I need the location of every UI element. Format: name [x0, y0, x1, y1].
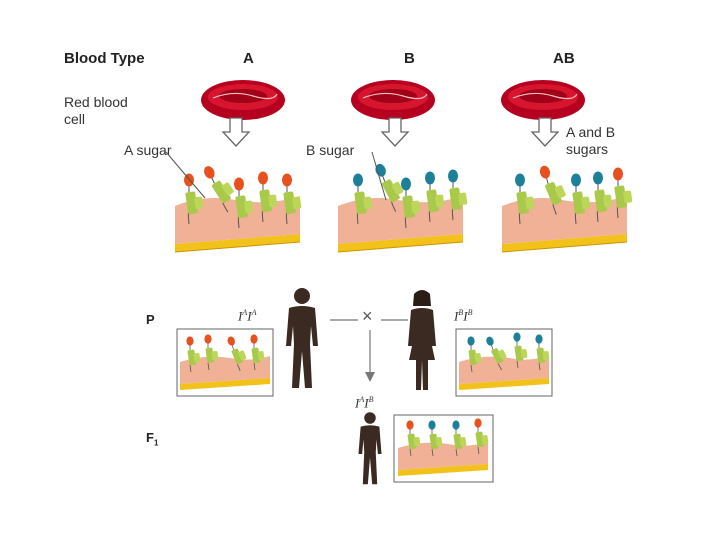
f1-generation-label: F1	[146, 430, 159, 448]
child-box	[393, 414, 494, 483]
female-parent-silhouette	[408, 290, 436, 390]
child-silhouette	[358, 412, 382, 485]
p-generation-label: P	[146, 312, 155, 327]
red-blood-cell-label-line1: Red blood	[64, 94, 128, 110]
b-sugar-pointer	[371, 151, 387, 201]
cross-symbol: ×	[362, 306, 373, 326]
male-parent-box	[176, 328, 274, 397]
column-header-b: B	[404, 50, 415, 67]
red-blood-cell-a	[200, 79, 286, 121]
male-genotype: IAIA	[238, 308, 257, 324]
red-blood-cell-label-line2: cell	[64, 111, 86, 127]
a-sugar-pointer	[165, 151, 206, 199]
membrane-ab	[501, 164, 634, 253]
membrane-b	[337, 162, 469, 253]
arrow-down-icon-ab	[531, 117, 559, 147]
column-header-ab: AB	[553, 50, 575, 67]
ab-sugars-label-line2: sugars	[566, 141, 609, 157]
male-parent-silhouette	[286, 288, 318, 388]
red-blood-cell-b	[350, 79, 436, 121]
blood-type-header: Blood Type	[64, 50, 145, 67]
ab-sugars-label-line1: A and B	[566, 124, 616, 140]
membrane-a	[174, 164, 303, 253]
a-sugar-label: A sugar	[124, 142, 172, 158]
b-sugar-label: B sugar	[306, 142, 355, 158]
arrow-down-icon-b	[381, 117, 409, 147]
child-genotype: IAIB	[355, 395, 374, 411]
arrow-down-icon-a	[222, 117, 250, 147]
female-parent-box	[455, 328, 553, 397]
female-genotype: IBIB	[454, 308, 473, 324]
descent-arrow-icon	[365, 372, 375, 382]
red-blood-cell-ab	[500, 79, 586, 121]
column-header-a: A	[243, 50, 254, 67]
